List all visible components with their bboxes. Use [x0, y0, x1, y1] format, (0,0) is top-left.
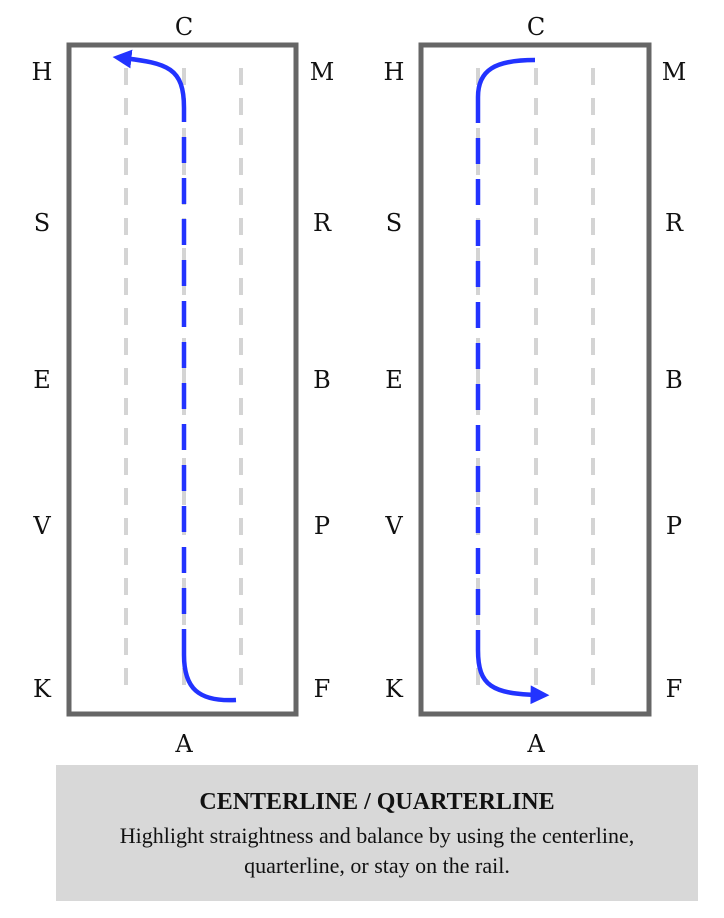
letter-right-2: R: [313, 209, 332, 237]
letter-right-1: M: [662, 58, 687, 86]
path-turn-bottom: [181, 654, 237, 703]
arena-border: [66, 42, 299, 717]
letter-left-5: K: [33, 675, 52, 703]
letter-left-4: V: [384, 512, 403, 540]
path-turn-top: [475, 57, 536, 98]
letter-right-3: B: [313, 366, 331, 394]
arena-border: [418, 42, 652, 717]
caption-body: Highlight straightness and balance by us…: [119, 823, 635, 878]
letter-right-2: R: [665, 209, 684, 237]
letter-left-1: H: [384, 58, 405, 86]
letter-right-5: F: [666, 675, 683, 703]
letter-left-1: H: [32, 58, 53, 86]
arena-left: C A H S E V K M R B P F: [32, 13, 335, 758]
caption-box: CENTERLINE / QUARTERLINE Highlight strai…: [56, 765, 698, 901]
letter-right-4: P: [666, 512, 682, 540]
letter-left-2: S: [386, 209, 402, 237]
path-turn-bottom-arrow: [475, 649, 550, 705]
letter-left-3: E: [385, 366, 403, 394]
letter-left-4: V: [32, 512, 51, 540]
letter-right-4: P: [314, 512, 330, 540]
letter-left-2: S: [34, 209, 50, 237]
letter-top: C: [527, 13, 545, 41]
arena-right: C A H S E V K M R B P F: [384, 13, 687, 758]
caption-title: CENTERLINE / QUARTERLINE: [199, 789, 555, 815]
letter-right-1: M: [310, 58, 335, 86]
path-turn-top-arrow: [112, 49, 187, 109]
letter-right-3: B: [665, 366, 683, 394]
letter-top: C: [175, 13, 193, 41]
letter-bottom: A: [526, 730, 545, 758]
letter-bottom: A: [174, 730, 193, 758]
letter-left-5: K: [385, 675, 404, 703]
letter-left-3: E: [33, 366, 51, 394]
letter-right-5: F: [314, 675, 331, 703]
